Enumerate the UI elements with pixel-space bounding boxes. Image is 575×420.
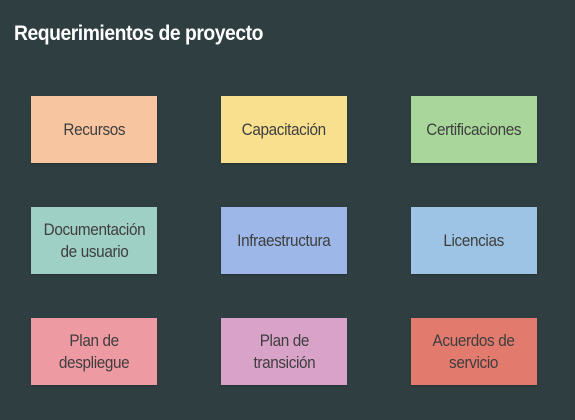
card-label: Acuerdos de servicio <box>433 330 515 372</box>
card-plan-de-despliegue: Plan de despliegue <box>31 318 157 385</box>
card-label: Licencias <box>443 230 505 250</box>
slide-title: Requerimientos de proyecto <box>14 22 263 45</box>
card-label: Capacitación <box>241 119 327 139</box>
card-label: Documentación de usuario <box>43 219 145 261</box>
card-capacitacion: Capacitación <box>221 96 347 163</box>
card-label: Plan de despliegue <box>58 330 130 372</box>
card-label: Recursos <box>63 119 125 139</box>
card-acuerdos-de-servicio: Acuerdos de servicio <box>411 318 537 385</box>
card-label: Plan de transición <box>253 330 315 372</box>
card-documentacion-de-usuario: Documentación de usuario <box>31 207 157 274</box>
card-plan-de-transicion: Plan de transición <box>221 318 347 385</box>
card-label: Certificaciones <box>426 119 522 139</box>
card-certificaciones: Certificaciones <box>411 96 537 163</box>
card-licencias: Licencias <box>411 207 537 274</box>
card-recursos: Recursos <box>31 96 157 163</box>
card-label: Infraestructura <box>237 230 331 250</box>
card-infraestructura: Infraestructura <box>221 207 347 274</box>
